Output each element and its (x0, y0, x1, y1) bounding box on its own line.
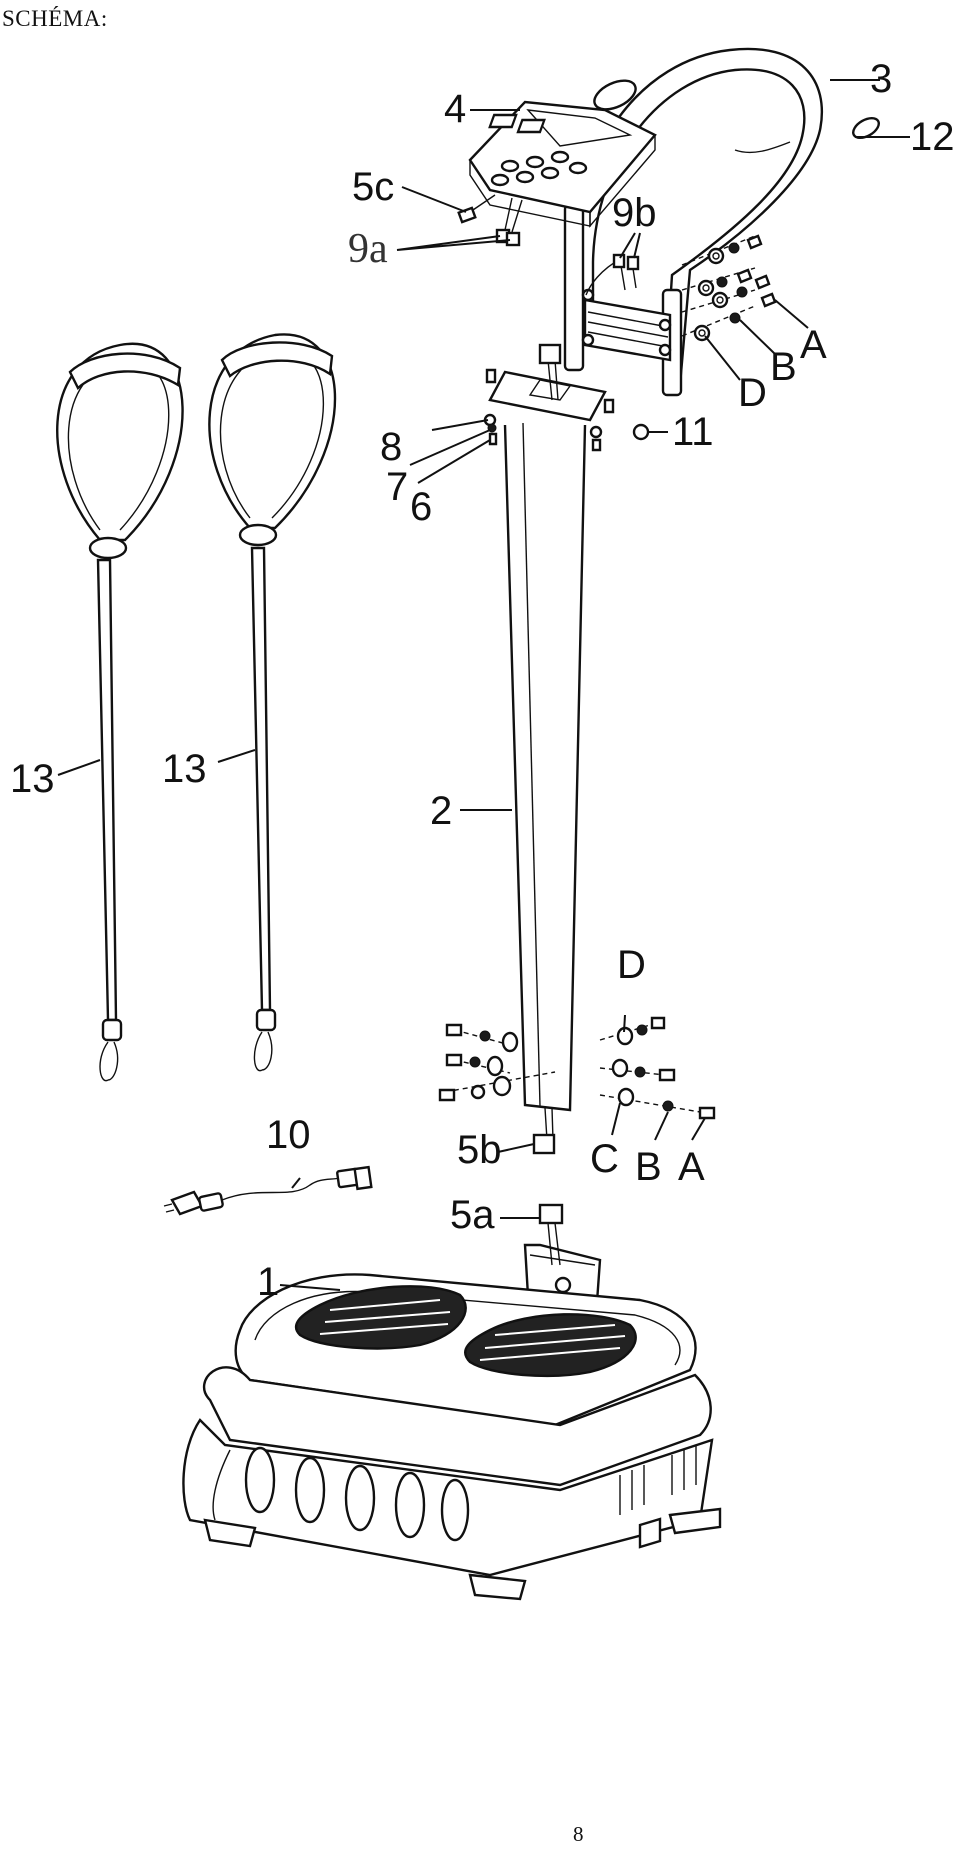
label-11: 11 (672, 410, 714, 454)
label-3: 3 (870, 57, 892, 101)
label-9a: 9a (348, 226, 388, 272)
label-2: 2 (430, 789, 452, 833)
power-cord (163, 1165, 373, 1216)
page-number: 8 (573, 1822, 584, 1846)
label-7: 7 (386, 465, 408, 509)
label-bottom-c: C (590, 1137, 619, 1181)
console-part (468, 100, 657, 228)
label-1: 1 (257, 1260, 279, 1304)
label-13-left: 13 (10, 757, 55, 801)
label-13-right: 13 (162, 747, 207, 791)
label-top-a: A (800, 323, 827, 367)
label-4: 4 (444, 87, 466, 131)
column-top-screws (483, 368, 650, 452)
strap-left (56, 342, 184, 1082)
label-top-b: B (770, 345, 797, 389)
console-cables (457, 194, 640, 296)
part-labels: 4 3 12 5c 9a 9b A B D 8 7 6 11 2 13 13 D… (10, 57, 955, 1304)
label-bottom-b: B (635, 1145, 662, 1189)
label-8: 8 (380, 425, 402, 469)
top-fasteners (681, 234, 777, 342)
handlebar-part (573, 47, 880, 387)
label-bottom-d: D (617, 943, 646, 987)
label-5a: 5a (450, 1193, 495, 1237)
leader-lines (57, 79, 910, 1291)
page-heading: SCHÉMA: (2, 6, 108, 31)
column-part (488, 343, 607, 1155)
label-12: 12 (910, 115, 955, 159)
label-9b: 9b (612, 191, 657, 235)
label-6: 6 (410, 485, 432, 529)
strap-right (208, 333, 337, 1072)
bottom-fasteners (438, 1016, 716, 1120)
label-top-d: D (738, 371, 767, 415)
label-bottom-a: A (678, 1145, 705, 1189)
label-5c: 5c (352, 165, 394, 209)
label-10: 10 (266, 1113, 311, 1157)
label-5b: 5b (457, 1128, 502, 1172)
base-platform (182, 1273, 722, 1601)
